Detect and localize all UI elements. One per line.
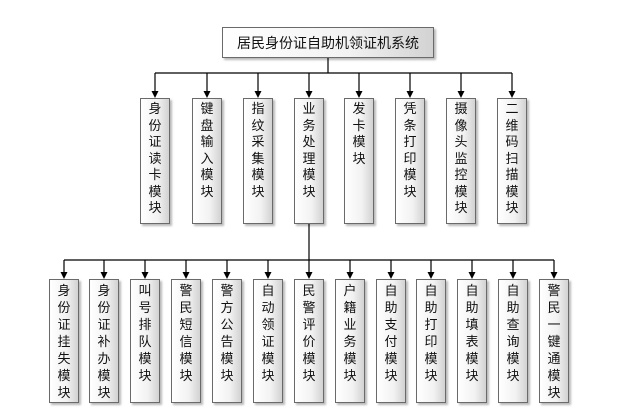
submodule-police-sms: 警 民 短 信 模 块 [171,279,201,403]
submodule-self-payment: 自 助 支 付 模 块 [376,279,406,403]
submodule-officer-rating: 民 警 评 价 模 块 [294,279,324,403]
module-label: 发 卡 模 块 [352,102,366,167]
root-system-box: 居民身份证自助机领证机系统 [222,27,434,58]
module-fingerprint: 指 纹 采 集 模 块 [243,98,273,224]
level2-arrow-8 [387,272,395,279]
submodule-id-loss-report: 身 份 证 挂 失 模 块 [49,279,79,403]
submodule-label: 身 份 证 挂 失 模 块 [57,284,71,401]
module-label: 键 盘 输 入 模 块 [200,102,214,200]
module-receipt-printing: 凭 条 打 印 模 块 [395,98,425,224]
level2-arrow-11 [509,272,517,279]
submodule-label: 警 民 短 信 模 块 [179,284,193,384]
level2-arrow-0 [60,272,68,279]
submodule-label: 警 民 一 键 通 模 块 [547,284,561,401]
level2-arrow-5 [264,272,272,279]
level2-arrow-1 [100,272,108,279]
submodule-label: 民 警 评 价 模 块 [302,284,316,384]
submodule-label: 户 籍 业 务 模 块 [343,284,357,384]
submodule-label: 自 动 领 证 模 块 [261,284,275,384]
submodule-police-one-touch: 警 民 一 键 通 模 块 [539,279,569,403]
submodule-self-inquiry: 自 助 查 询 模 块 [498,279,528,403]
level2-arrow-6 [305,272,313,279]
level2-arrow-9 [427,272,435,279]
module-label: 身 份 证 读 卡 模 块 [148,102,162,216]
level1-arrow-6 [457,91,465,98]
module-label: 摄 像 头 监 控 模 块 [454,102,468,216]
level2-arrow-7 [346,272,354,279]
submodule-label: 自 助 填 表 模 块 [465,284,479,384]
submodule-label: 自 助 支 付 模 块 [384,284,398,384]
level2-arrow-12 [550,272,558,279]
submodule-police-notice: 警 方 公 告 模 块 [212,279,242,403]
level1-arrow-4 [355,91,363,98]
submodule-label: 自 助 打 印 模 块 [424,284,438,384]
module-label: 凭 条 打 印 模 块 [403,102,417,200]
submodule-self-printing: 自 助 打 印 模 块 [416,279,446,403]
level1-arrow-0 [151,91,159,98]
root-label: 居民身份证自助机领证机系统 [237,35,419,52]
submodule-household-registration: 户 籍 业 务 模 块 [335,279,365,403]
module-keyboard-input: 键 盘 输 入 模 块 [192,98,222,224]
level2-arrow-4 [223,272,231,279]
level2-arrow-10 [468,272,476,279]
module-camera-monitoring: 摄 像 头 监 控 模 块 [446,98,476,224]
module-label: 指 纹 采 集 模 块 [251,102,265,200]
module-qr-scanning: 二 维 码 扫 描 模 块 [497,98,527,224]
submodule-label: 自 助 查 询 模 块 [506,284,520,384]
level1-arrow-3 [305,91,313,98]
submodule-queue-calling: 叫 号 排 队 模 块 [130,279,160,403]
module-label: 业 务 处 理 模 块 [302,102,316,200]
submodule-label: 警 方 公 告 模 块 [220,284,234,384]
submodule-label: 叫 号 排 队 模 块 [138,284,152,384]
module-id-card-reader: 身 份 证 读 卡 模 块 [140,98,170,224]
level1-arrow-5 [406,91,414,98]
submodule-id-reissue: 身 份 证 补 办 模 块 [89,279,119,403]
level1-arrow-2 [254,91,262,98]
submodule-auto-collection: 自 动 领 证 模 块 [253,279,283,403]
submodule-self-form-filling: 自 助 填 表 模 块 [457,279,487,403]
module-card-issuing: 发 卡 模 块 [344,98,374,224]
level2-arrow-2 [141,272,149,279]
module-business-processing: 业 务 处 理 模 块 [294,98,324,224]
level1-arrow-7 [508,91,516,98]
level2-arrow-3 [182,272,190,279]
submodule-label: 身 份 证 补 办 模 块 [97,284,111,401]
level1-arrow-1 [203,91,211,98]
module-label: 二 维 码 扫 描 模 块 [505,102,519,216]
